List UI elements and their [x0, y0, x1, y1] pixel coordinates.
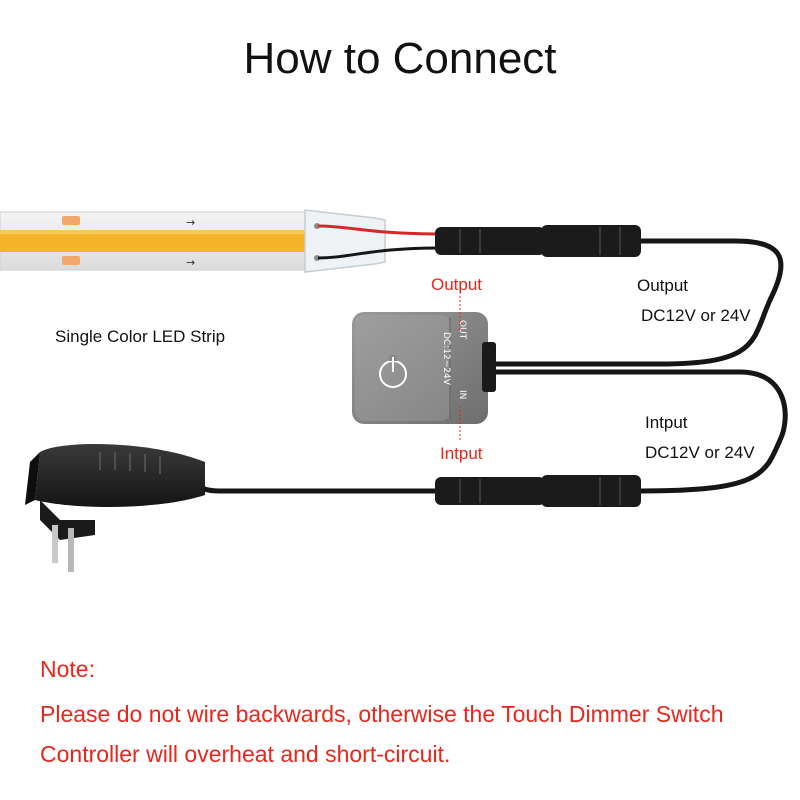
svg-text:→: → — [186, 216, 195, 229]
svg-text:→: → — [186, 256, 195, 269]
top-connector — [435, 225, 641, 257]
plug-prong-left — [52, 525, 58, 563]
module-marking-in: IN — [457, 390, 467, 399]
output-label-red: Output — [431, 275, 483, 294]
adapter-vents — [99, 452, 161, 474]
touch-dimmer-module: OUT IN DC:12~24V — [352, 312, 496, 424]
note-line-1: Please do not wire backwards, otherwise … — [40, 701, 724, 727]
module-marking-out: OUT — [457, 320, 467, 340]
black-wire — [317, 246, 441, 260]
page-title: How to Connect — [243, 34, 557, 83]
power-adapter — [25, 443, 205, 572]
note-heading: Note: — [40, 656, 95, 682]
bottom-connector — [435, 475, 641, 507]
module-marking-voltage: DC:12~24V — [441, 332, 451, 386]
plug-prong-right — [68, 528, 74, 572]
output-label: Output — [637, 276, 689, 295]
input-label: Intput — [645, 413, 688, 432]
input-voltage-label: DC12V or 24V — [645, 443, 755, 462]
led-strip: → → — [0, 211, 313, 271]
input-label-red: Intput — [440, 444, 483, 463]
red-wire — [317, 224, 441, 236]
led-strip-label: Single Color LED Strip — [55, 327, 226, 346]
power-icon — [379, 355, 407, 388]
output-voltage-label: DC12V or 24V — [641, 306, 751, 325]
strip-end-cap — [304, 209, 386, 273]
note-line-2: Controller will overheat and short-circu… — [40, 741, 451, 767]
